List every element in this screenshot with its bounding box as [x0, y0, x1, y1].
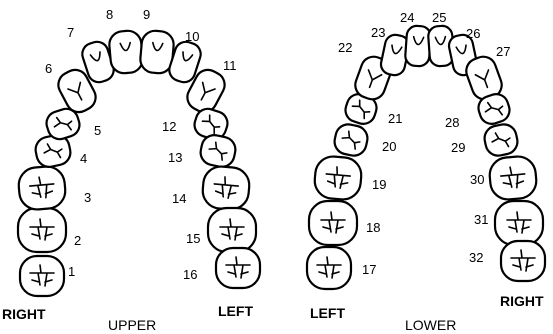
lower-left-label: LEFT — [310, 305, 345, 321]
upper-tooth-1-outline — [20, 256, 64, 296]
upper-tooth-15-outline — [208, 208, 256, 252]
tooth-number-12: 12 — [162, 119, 176, 134]
tooth-number-1: 1 — [68, 264, 75, 279]
tooth-number-16: 16 — [183, 267, 197, 282]
upper-right-label: RIGHT — [2, 306, 46, 322]
tooth-number-11: 11 — [223, 58, 237, 73]
upper-tooth-8[interactable] — [108, 30, 144, 75]
upper-tooth-3-outline — [17, 165, 66, 211]
tooth-number-26: 26 — [466, 26, 480, 41]
lower-tooth-17-outline — [307, 247, 351, 289]
tooth-number-14: 14 — [172, 191, 186, 206]
tooth-number-3: 3 — [84, 190, 91, 205]
upper-tooth-8-outline — [108, 30, 144, 75]
lower-tooth-30-outline — [488, 155, 537, 201]
upper-tooth-14-outline — [201, 165, 250, 211]
tooth-number-13: 13 — [168, 150, 182, 165]
tooth-number-20: 20 — [382, 139, 396, 154]
tooth-number-2: 2 — [74, 233, 81, 248]
tooth-number-30: 30 — [470, 172, 484, 187]
upper-tooth-2[interactable] — [18, 208, 66, 252]
tooth-number-27: 27 — [496, 44, 510, 59]
tooth-number-10: 10 — [185, 29, 199, 44]
tooth-number-17: 17 — [362, 262, 376, 277]
upper-tooth-14[interactable] — [201, 165, 250, 211]
tooth-number-29: 29 — [451, 140, 465, 155]
tooth-number-31: 31 — [474, 212, 488, 227]
upper-arch-title: UPPER — [108, 317, 156, 333]
lower-tooth-30[interactable] — [488, 155, 537, 201]
lower-tooth-29[interactable] — [482, 122, 520, 158]
tooth-number-21: 21 — [388, 111, 402, 126]
tooth-number-15: 15 — [186, 231, 200, 246]
tooth-number-23: 23 — [371, 25, 385, 40]
tooth-number-18: 18 — [366, 220, 380, 235]
upper-tooth-1[interactable] — [20, 256, 64, 296]
lower-tooth-19[interactable] — [313, 155, 362, 201]
lower-tooth-32[interactable] — [501, 241, 545, 281]
lower-right-label: RIGHT — [500, 293, 544, 309]
lower-tooth-32-outline — [501, 241, 545, 281]
lower-arch-title: LOWER — [405, 317, 456, 333]
upper-tooth-13[interactable] — [198, 133, 237, 169]
tooth-number-19: 19 — [372, 177, 386, 192]
upper-tooth-2-outline — [18, 208, 66, 252]
lower-tooth-24[interactable] — [405, 25, 432, 67]
lower-tooth-18[interactable] — [309, 201, 357, 245]
tooth-number-22: 22 — [338, 40, 352, 55]
upper-tooth-16-outline — [216, 248, 260, 288]
tooth-number-28: 28 — [445, 115, 459, 130]
tooth-number-9: 9 — [143, 7, 150, 22]
lower-tooth-31[interactable] — [495, 201, 543, 245]
lower-tooth-17[interactable] — [307, 247, 351, 289]
lower-tooth-18-outline — [309, 201, 357, 245]
lower-tooth-31-outline — [495, 201, 543, 245]
tooth-number-6: 6 — [45, 61, 52, 76]
lower-tooth-19-outline — [313, 155, 362, 201]
lower-tooth-20[interactable] — [332, 122, 370, 158]
lower-arch: 17 18 19 20 21 22 23 24 25 26 27 28 29 30 31 32 — [307, 10, 545, 289]
lower-tooth-24-outline — [405, 25, 432, 67]
tooth-number-24: 24 — [400, 10, 414, 25]
tooth-number-8: 8 — [106, 7, 113, 22]
tooth-number-5: 5 — [94, 123, 101, 138]
upper-tooth-3[interactable] — [17, 165, 66, 211]
tooth-number-25: 25 — [432, 10, 446, 25]
upper-tooth-16[interactable] — [216, 248, 260, 288]
tooth-number-7: 7 — [67, 25, 74, 40]
upper-tooth-15[interactable] — [208, 208, 256, 252]
tooth-number-4: 4 — [80, 151, 87, 166]
tooth-number-32: 32 — [469, 250, 483, 265]
upper-left-label: LEFT — [218, 303, 253, 319]
